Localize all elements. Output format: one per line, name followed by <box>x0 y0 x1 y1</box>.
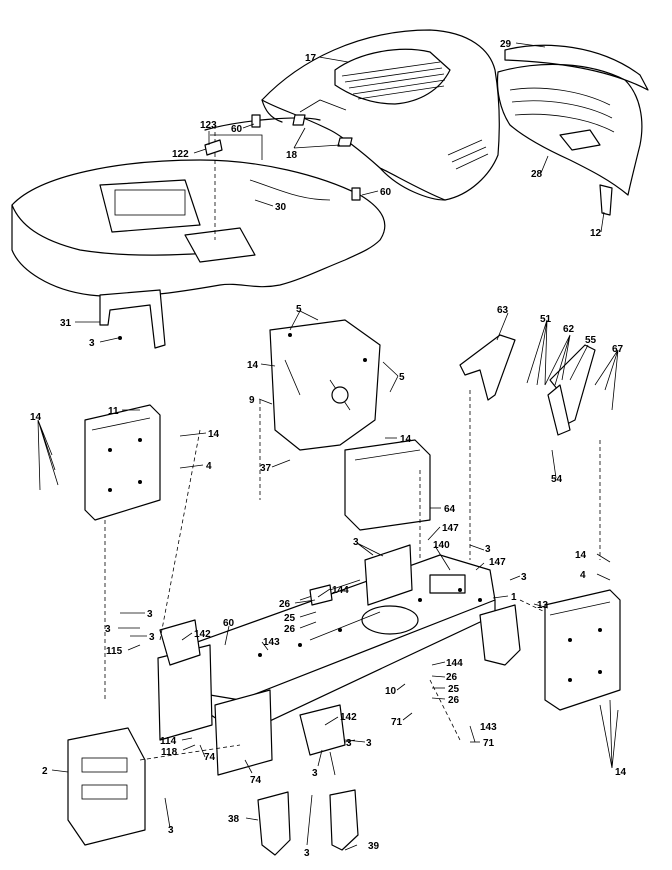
callout-147: 147 <box>489 557 506 568</box>
callout-3: 3 <box>89 338 95 349</box>
callout-144: 144 <box>446 658 463 669</box>
callout-3: 3 <box>485 544 491 555</box>
callout-64: 64 <box>444 504 456 515</box>
callout-12: 12 <box>590 228 602 239</box>
callout-29: 29 <box>500 39 512 50</box>
callout-71: 71 <box>391 717 403 728</box>
callout-38: 38 <box>228 814 240 825</box>
callout-labels: 17 29 123 60 122 18 28 60 30 12 31 3 5 1… <box>30 39 627 859</box>
callout-25: 25 <box>448 684 460 695</box>
dash-support <box>269 319 381 451</box>
callout-140: 140 <box>433 540 450 551</box>
callout-14: 14 <box>575 550 587 561</box>
callout-26: 26 <box>448 695 460 706</box>
leader-lines <box>37 42 619 851</box>
hood-hinge-bracket <box>99 289 166 349</box>
callout-3: 3 <box>312 768 318 779</box>
callout-114: 114 <box>160 736 177 747</box>
callout-60: 60 <box>231 124 243 135</box>
callout-118: 118 <box>161 747 178 758</box>
callout-55: 55 <box>585 335 597 346</box>
callout-63: 63 <box>497 305 509 316</box>
callout-3: 3 <box>147 609 153 620</box>
callout-5: 5 <box>399 372 405 383</box>
callout-142: 142 <box>340 712 357 723</box>
callout-18: 18 <box>286 150 298 161</box>
callout-14: 14 <box>400 434 412 445</box>
callout-10: 10 <box>385 686 397 697</box>
hood <box>261 29 500 201</box>
callout-31: 31 <box>60 318 72 329</box>
callout-67: 67 <box>612 344 624 355</box>
callout-2: 2 <box>42 766 48 777</box>
callout-14: 14 <box>30 412 42 423</box>
callout-51: 51 <box>540 314 552 325</box>
callout-74: 74 <box>204 752 216 763</box>
callout-4: 4 <box>206 461 212 472</box>
callout-3: 3 <box>149 632 155 643</box>
callout-11: 11 <box>108 406 119 417</box>
callout-143: 143 <box>263 637 280 648</box>
fender-small-parts <box>204 114 613 216</box>
bracket-64 <box>344 439 431 531</box>
callout-17: 17 <box>305 53 317 64</box>
callout-123: 123 <box>200 120 217 131</box>
pedal-linkages <box>459 334 596 436</box>
frame-side-plates <box>157 544 521 776</box>
callout-39: 39 <box>368 841 380 852</box>
callout-3: 3 <box>353 537 359 548</box>
callout-14: 14 <box>208 429 220 440</box>
callout-3: 3 <box>304 848 310 859</box>
front-bumper-plate <box>67 727 146 846</box>
grille <box>496 44 649 196</box>
callout-74: 74 <box>250 775 262 786</box>
callout-3: 3 <box>346 738 352 749</box>
callout-9: 9 <box>249 395 255 406</box>
dashboard-panel <box>11 117 386 298</box>
callout-5: 5 <box>296 304 302 315</box>
callout-62: 62 <box>563 324 575 335</box>
callout-3: 3 <box>105 624 111 635</box>
callout-37: 37 <box>260 463 272 474</box>
callout-13: 13 <box>537 600 549 611</box>
callout-30: 30 <box>275 202 287 213</box>
callout-14: 14 <box>247 360 259 371</box>
callout-60: 60 <box>380 187 392 198</box>
callout-28: 28 <box>531 169 543 180</box>
callout-1: 1 <box>511 592 517 603</box>
callout-122: 122 <box>172 149 189 160</box>
callout-147: 147 <box>442 523 459 534</box>
callout-25: 25 <box>284 613 296 624</box>
callout-26: 26 <box>446 672 458 683</box>
callout-54: 54 <box>551 474 563 485</box>
callout-3: 3 <box>366 738 372 749</box>
side-panel-left <box>84 404 161 521</box>
callout-144: 144 <box>332 585 349 596</box>
callout-60: 60 <box>223 618 235 629</box>
callout-14: 14 <box>615 767 627 778</box>
callout-26: 26 <box>279 599 291 610</box>
callout-3: 3 <box>168 825 174 836</box>
dashed-assembly-lines <box>104 390 601 761</box>
rear-brackets <box>159 584 359 856</box>
callout-26: 26 <box>284 624 296 635</box>
callout-4: 4 <box>580 570 586 581</box>
callout-3: 3 <box>521 572 527 583</box>
callout-143: 143 <box>480 722 497 733</box>
callout-115: 115 <box>106 646 123 657</box>
side-panel-right <box>544 589 621 711</box>
callout-71: 71 <box>483 738 495 749</box>
callout-142: 142 <box>194 629 211 640</box>
